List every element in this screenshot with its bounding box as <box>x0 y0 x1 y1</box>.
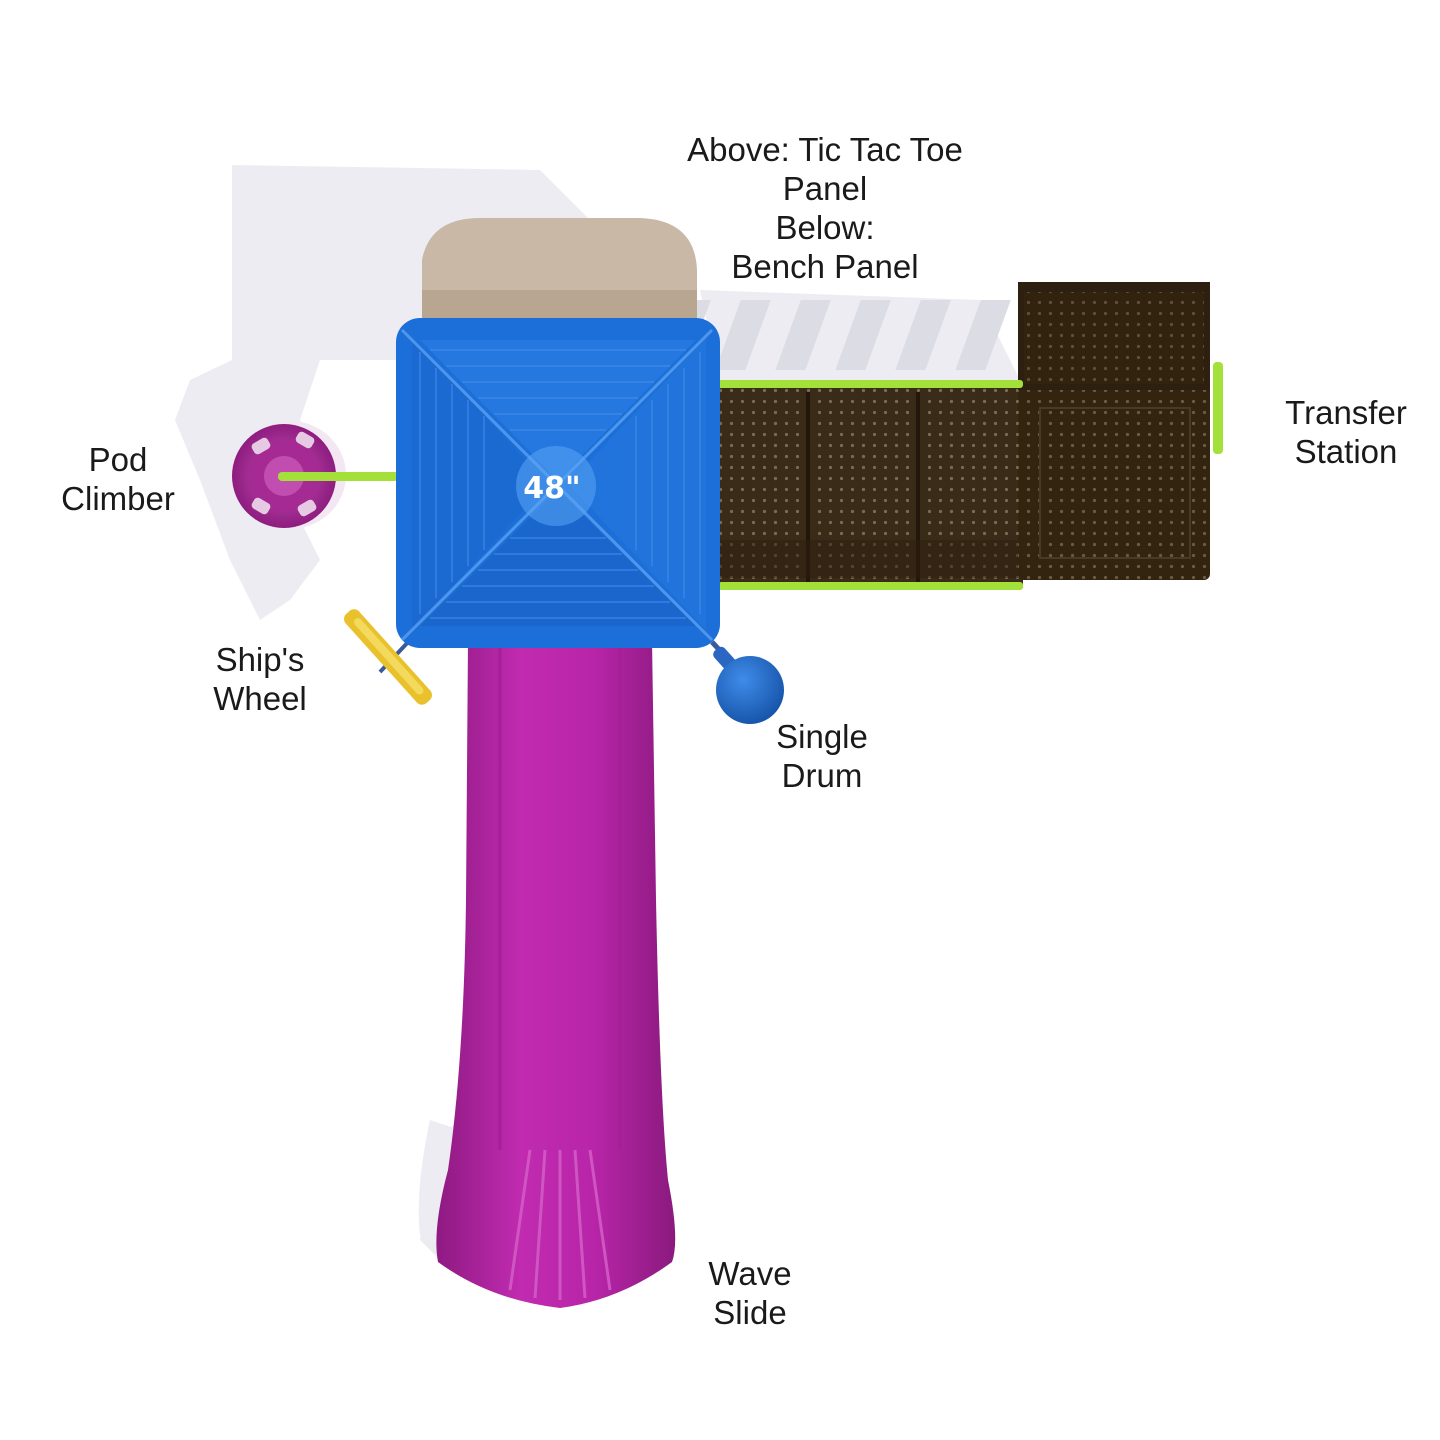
wave-slide-shape <box>436 640 676 1308</box>
bench-panel <box>718 388 1023 588</box>
label-line: Climber <box>61 480 175 517</box>
single-drum-shape <box>710 640 784 724</box>
transfer-station <box>1018 282 1210 580</box>
label-line: Above: Tic Tac Toe <box>687 131 963 168</box>
label-line: Ship's <box>215 641 305 678</box>
deck-height-label: 48" <box>523 471 581 506</box>
ships-wheel-shape <box>344 609 432 705</box>
label-line: Below: <box>775 209 875 246</box>
label-line: Single <box>776 718 868 755</box>
wave-slide-label: Wave Slide <box>680 1254 820 1332</box>
label-line: Wheel <box>213 680 307 717</box>
deck-roof <box>396 318 720 648</box>
label-line: Slide <box>713 1294 787 1331</box>
ships-wheel-label: Ship's Wheel <box>190 640 330 718</box>
pod-climber-label: Pod Climber <box>48 440 188 518</box>
label-line: Pod <box>88 441 148 478</box>
roof-panel <box>422 218 697 318</box>
label-line: Drum <box>781 757 863 794</box>
label-line: Transfer <box>1285 394 1407 431</box>
transfer-station-label: Transfer Station <box>1266 393 1426 471</box>
tic-tac-toe-panel-label: Above: Tic Tac Toe Panel Below: Bench Pa… <box>660 130 990 286</box>
label-line: Station <box>1294 433 1398 470</box>
label-line: Panel <box>782 170 868 207</box>
label-line: Bench Panel <box>731 248 919 285</box>
label-line: Wave <box>708 1255 792 1292</box>
single-drum-label: Single Drum <box>752 717 892 795</box>
pod-climber-shape <box>232 421 398 529</box>
